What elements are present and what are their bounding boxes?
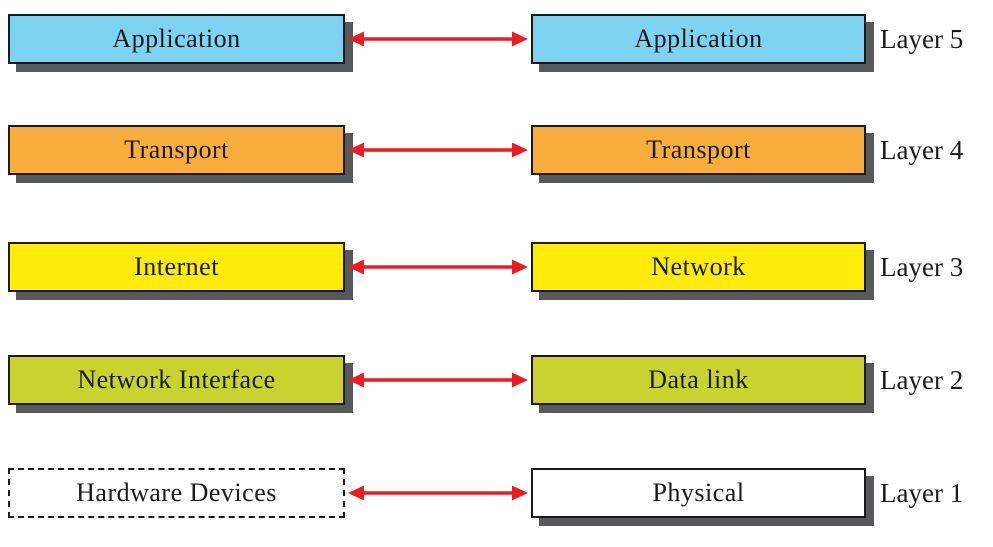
left-box-internet: Internet xyxy=(8,242,345,292)
right-box-transport-label: Transport xyxy=(646,135,751,164)
layer-5-label: Layer 5 xyxy=(880,23,964,54)
right-box-data-link-label: Data link xyxy=(648,365,749,394)
right-box-application: Application xyxy=(531,14,866,64)
right-box-network: Network xyxy=(531,242,866,292)
layer-row-3: Internet Network Layer 3 xyxy=(0,242,993,294)
left-box-network-interface-label: Network Interface xyxy=(77,365,276,394)
layer-1-label: Layer 1 xyxy=(880,477,964,508)
double-arrow-icon xyxy=(348,372,528,388)
left-box-application: Application xyxy=(8,14,345,64)
layer-3-label: Layer 3 xyxy=(880,251,964,282)
left-box-hardware-devices-label: Hardware Devices xyxy=(76,478,277,507)
right-box-application-label: Application xyxy=(634,24,763,53)
right-box-physical-label: Physical xyxy=(652,478,745,507)
left-box-application-label: Application xyxy=(112,24,241,53)
layer-2-label: Layer 2 xyxy=(880,364,964,395)
left-box-internet-label: Internet xyxy=(134,252,219,281)
right-box-physical: Physical xyxy=(531,468,866,518)
right-box-network-label: Network xyxy=(651,252,746,281)
layer-row-4: Transport Transport Layer 4 xyxy=(0,125,993,177)
double-arrow-icon xyxy=(348,31,528,47)
layer-row-1: Hardware Devices Physical Layer 1 xyxy=(0,468,993,520)
left-box-hardware-devices: Hardware Devices xyxy=(8,468,345,518)
left-box-transport-label: Transport xyxy=(124,135,229,164)
double-arrow-icon xyxy=(348,259,528,275)
double-arrow-icon xyxy=(348,142,528,158)
layer-row-5: Application Application Layer 5 xyxy=(0,14,993,66)
left-box-network-interface: Network Interface xyxy=(8,355,345,405)
layer-4-label: Layer 4 xyxy=(880,134,964,165)
double-arrow-icon xyxy=(348,485,528,501)
layer-row-2: Network Interface Data link Layer 2 xyxy=(0,355,993,407)
right-box-transport: Transport xyxy=(531,125,866,175)
right-box-data-link: Data link xyxy=(531,355,866,405)
left-box-transport: Transport xyxy=(8,125,345,175)
